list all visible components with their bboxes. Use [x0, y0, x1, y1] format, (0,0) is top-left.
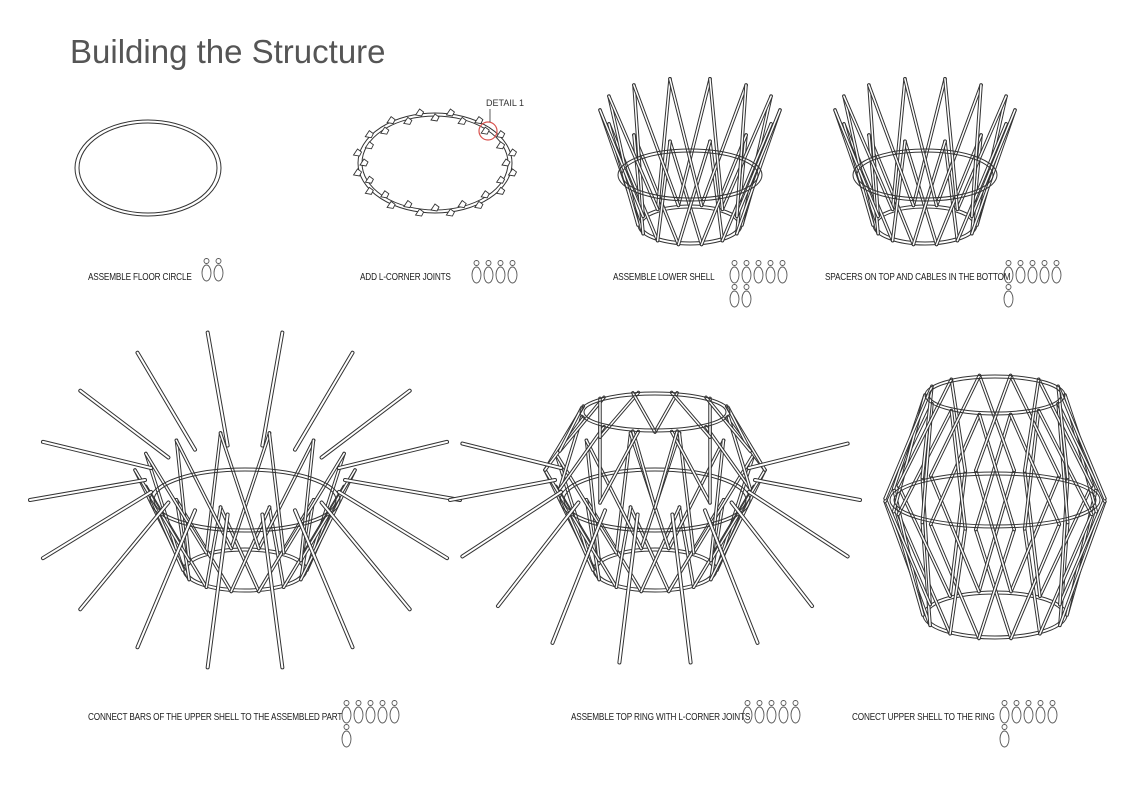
person-icon	[1051, 260, 1062, 284]
person-icon	[471, 260, 482, 284]
person-icon	[483, 260, 494, 284]
person-icon	[1003, 284, 1014, 308]
person-icon	[754, 700, 765, 724]
page-title: Building the Structure	[70, 33, 386, 70]
person-icon	[1039, 260, 1050, 284]
person-icon	[777, 260, 788, 284]
step-label-1: ASSEMBLE FLOOR CIRCLE	[88, 272, 192, 283]
l-corner-joints-drawing: DETAIL 1	[352, 98, 524, 217]
person-icon	[201, 258, 212, 282]
floor-circle-drawing	[74, 119, 222, 217]
person-icon	[1027, 260, 1038, 284]
person-icon	[1011, 700, 1022, 724]
person-icon	[753, 260, 764, 284]
person-icon	[1003, 260, 1014, 284]
person-icon	[999, 724, 1010, 748]
step-label-7: CONECT UPPER SHELL TO THE RING	[852, 712, 995, 723]
detail-marker	[478, 121, 498, 141]
step-label-2: ADD L-CORNER JOINTS	[360, 272, 451, 283]
people-count-2	[471, 260, 551, 284]
person-icon	[729, 260, 740, 284]
person-icon	[495, 260, 506, 284]
person-icon	[729, 284, 740, 308]
person-icon	[1015, 260, 1026, 284]
lower-shell-drawing	[598, 77, 782, 247]
person-icon	[790, 700, 801, 724]
upper-shell-bars-drawing	[28, 330, 462, 670]
person-icon	[741, 260, 752, 284]
person-icon	[213, 258, 224, 282]
spacers-cables-drawing	[833, 77, 1017, 247]
detail-label: DETAIL 1	[486, 98, 524, 108]
person-icon	[1047, 700, 1058, 724]
person-icon	[999, 700, 1010, 724]
person-icon	[341, 700, 352, 724]
person-icon	[377, 700, 388, 724]
person-icon	[507, 260, 518, 284]
step-label-5: CONNECT BARS OF THE UPPER SHELL TO THE A…	[88, 712, 343, 723]
people-count-4	[1003, 260, 1065, 308]
person-icon	[742, 700, 753, 724]
person-icon	[766, 700, 777, 724]
step-label-6: ASSEMBLE TOP RING WITH L-CORNER JOINTS	[571, 712, 751, 723]
person-icon	[389, 700, 400, 724]
people-count-6	[742, 700, 804, 724]
person-icon	[341, 724, 352, 748]
people-count-5	[341, 700, 403, 748]
person-icon	[1035, 700, 1046, 724]
people-count-3	[729, 260, 791, 308]
person-icon	[741, 284, 752, 308]
person-icon	[353, 700, 364, 724]
person-icon	[765, 260, 776, 284]
upper-shell-ring-drawing	[883, 373, 1107, 641]
person-icon	[778, 700, 789, 724]
step-label-4: SPACERS ON TOP AND CABLES IN THE BOTTOM	[825, 272, 1011, 283]
person-icon	[365, 700, 376, 724]
people-count-1	[201, 258, 281, 282]
people-count-7	[999, 700, 1061, 748]
person-icon	[1023, 700, 1034, 724]
top-ring-drawing	[448, 390, 862, 665]
step-label-3: ASSEMBLE LOWER SHELL	[613, 272, 715, 283]
